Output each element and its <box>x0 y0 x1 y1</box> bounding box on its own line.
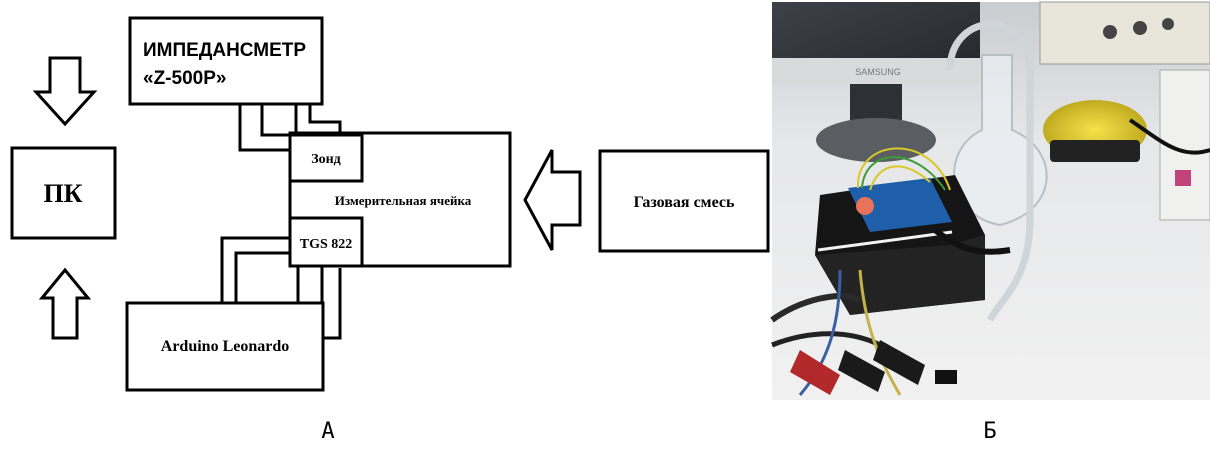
gas-mixture-label: Газовая смесь <box>634 194 735 211</box>
photo-panel: SAMSUNG <box>772 2 1210 444</box>
arduino-label: Arduino Leonardo <box>161 338 289 355</box>
pc-label: ПК <box>43 179 82 208</box>
monitor-base <box>816 118 936 162</box>
probe-label: Зонд <box>311 152 341 167</box>
arrow-down-icon <box>36 58 94 124</box>
impedancemeter-label-line1: ИМПЕДАНСМЕТР <box>143 40 306 61</box>
arrow-left-icon <box>525 150 580 250</box>
instrument <box>1040 2 1210 64</box>
impedancemeter-block <box>130 18 322 104</box>
measuring-cell-label: Измерительная ячейка <box>335 193 472 208</box>
panel-a-caption: А <box>321 419 334 444</box>
impedancemeter-label-line2: «Z-500P» <box>143 68 226 89</box>
panel-b-caption: Б <box>983 419 996 444</box>
sensor-label: TGS 822 <box>300 237 353 252</box>
arrow-up-icon <box>42 270 88 338</box>
monitor-brand-label: SAMSUNG <box>855 67 901 77</box>
